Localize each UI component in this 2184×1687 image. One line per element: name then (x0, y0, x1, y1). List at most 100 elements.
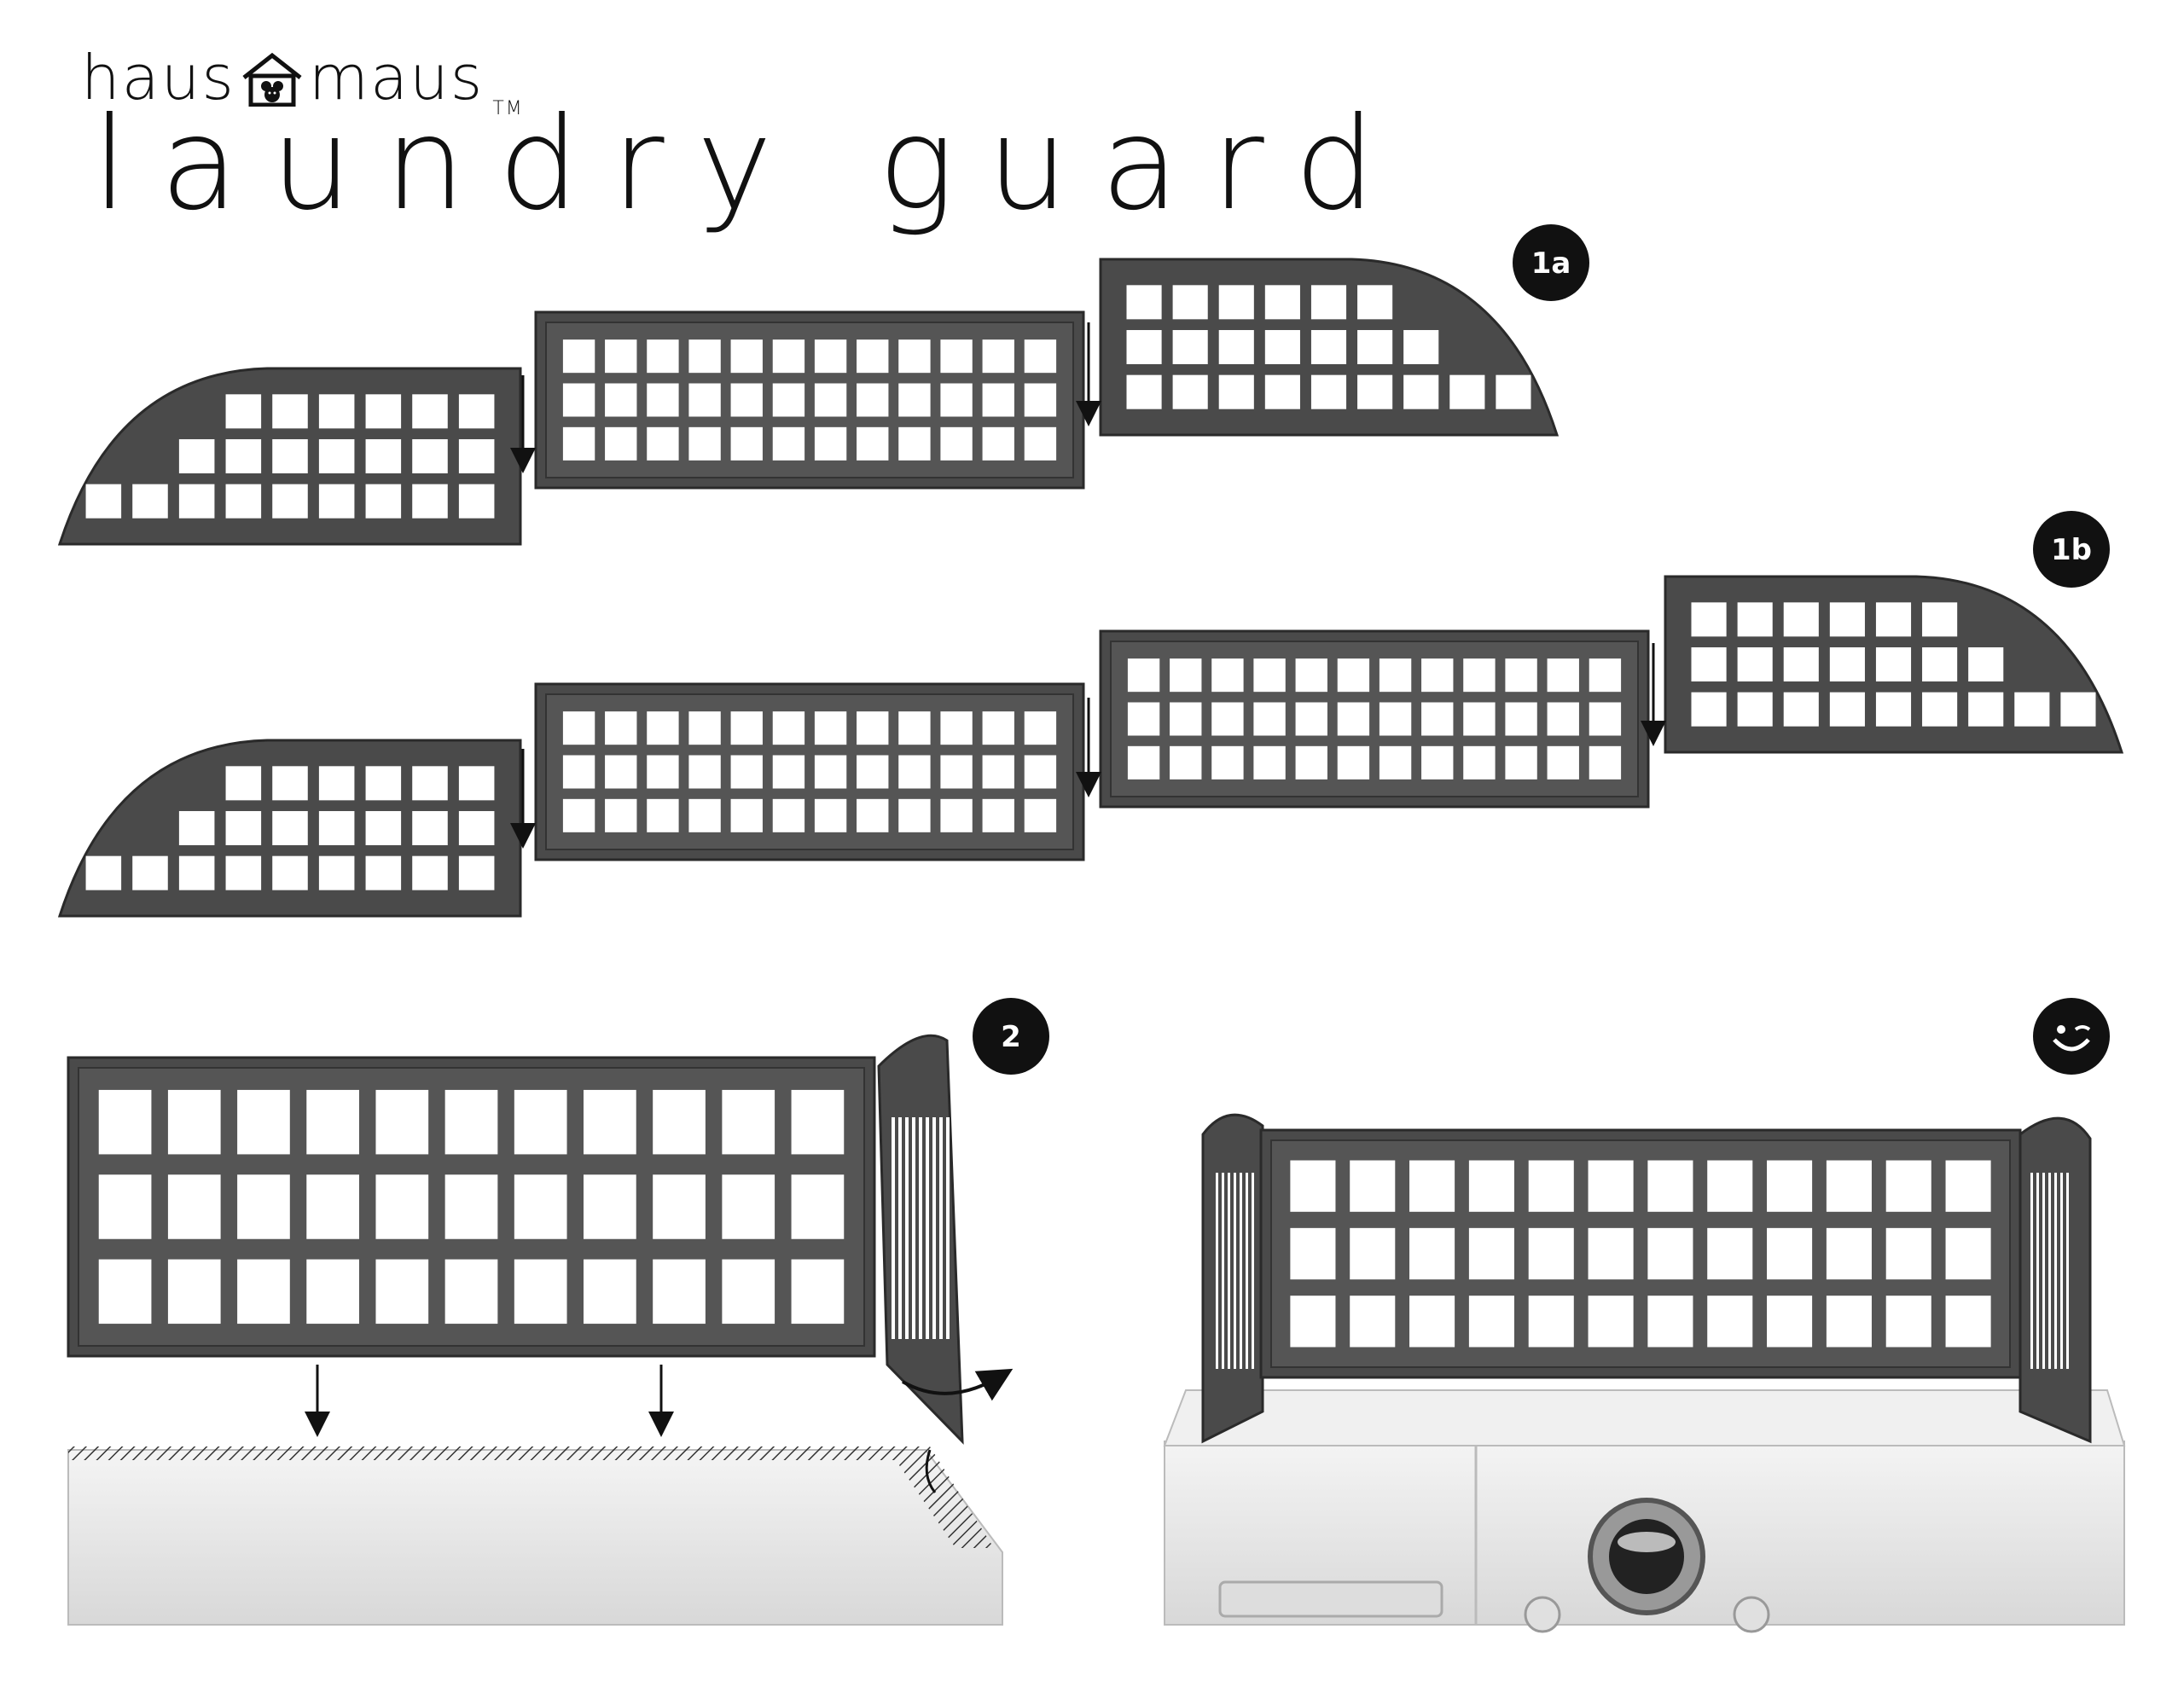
panel-window (605, 755, 637, 789)
panel-curved-left-1a (57, 367, 522, 546)
panel-window (722, 1089, 775, 1155)
panel-window (412, 438, 448, 474)
panel-window (167, 1089, 221, 1155)
panel-window (772, 798, 805, 832)
panel-window (688, 755, 721, 789)
panel-window (365, 394, 402, 429)
panel-window (584, 1089, 636, 1155)
wing-slot (912, 1117, 915, 1339)
panel-window (584, 1174, 636, 1239)
panel-window (2060, 692, 2096, 727)
step-badge-label: 2 (1001, 1020, 1021, 1054)
panel-window (1211, 745, 1244, 780)
step-badge-2: 2 (973, 998, 1049, 1075)
panel-window (412, 766, 448, 801)
panel-window (1350, 1160, 1396, 1212)
left-wing-slot (1252, 1173, 1254, 1369)
panel-window (1357, 374, 1393, 409)
panel-window (857, 755, 889, 789)
panel-window (791, 1174, 845, 1239)
step-badge-label: 1a (1531, 246, 1571, 281)
panel-window (1379, 658, 1412, 693)
panel-window (1409, 1227, 1455, 1280)
panel-straight-1b-1 (534, 682, 1085, 861)
panel-window (940, 383, 973, 417)
panel-window (1211, 658, 1244, 693)
panel-window (1783, 602, 1819, 637)
panel-window (791, 1089, 845, 1155)
panel-window (1968, 692, 2004, 727)
panel-window (730, 383, 763, 417)
panel-window (1218, 374, 1254, 409)
panel-window (1024, 339, 1057, 374)
step-badge-complete (2033, 998, 2110, 1075)
panel-window (1421, 658, 1454, 693)
panel-window (98, 1259, 152, 1325)
panel-window (458, 855, 495, 890)
wing-slot (905, 1117, 909, 1339)
smiley-mouth (2053, 1038, 2090, 1052)
panel-window (982, 339, 1014, 374)
panel-window (1922, 692, 1958, 727)
panel-window (458, 484, 495, 519)
panel-window (1707, 1296, 1753, 1348)
panel-window (688, 711, 721, 745)
panel-straight-step2 (67, 1056, 876, 1358)
panel-window (982, 798, 1014, 832)
panel-window (1127, 658, 1160, 693)
panel-window (1337, 745, 1370, 780)
panel-window (272, 810, 308, 846)
panel-window (730, 426, 763, 461)
panel-window (982, 383, 1014, 417)
panel-window (1922, 646, 1958, 682)
panel-window (365, 766, 402, 801)
panel-window (1588, 1227, 1634, 1280)
panel-window (225, 855, 262, 890)
panel-window (1829, 646, 1865, 682)
panel-window (1945, 1227, 1991, 1280)
panel-window (1707, 1160, 1753, 1212)
panel-window (444, 1174, 498, 1239)
panel-window (514, 1089, 567, 1155)
step-badge-circle (1513, 224, 1589, 301)
panel-window (98, 1089, 152, 1155)
panel-window (365, 810, 402, 846)
panel-window (1468, 1227, 1514, 1280)
panel-window (318, 394, 355, 429)
panel-window (1126, 329, 1162, 365)
washer-dial-center (1609, 1519, 1684, 1594)
panel-window (1737, 692, 1773, 727)
panel-window (1357, 285, 1393, 320)
right-wing-slot (2036, 1173, 2039, 1369)
panel-window (1647, 1227, 1693, 1280)
panel-window (1829, 602, 1865, 637)
panel-window (1463, 658, 1496, 693)
rotate-wing-arrow (902, 1368, 1014, 1401)
panel-window (1922, 602, 1958, 637)
panel-window (1885, 1296, 1931, 1348)
panel-window (1379, 745, 1412, 780)
panel-window (1829, 692, 1865, 727)
panel-window (1295, 745, 1327, 780)
brand-name-right: maus (308, 42, 485, 113)
panel-window (318, 484, 355, 519)
panel-window (647, 798, 679, 832)
panel-window (1783, 692, 1819, 727)
panel-window (1968, 646, 2004, 682)
panel-window (1875, 602, 1912, 637)
panel-window (1528, 1160, 1574, 1212)
step-badge-circle (2033, 511, 2110, 588)
panel-window (306, 1089, 359, 1155)
panel-window (562, 798, 595, 832)
panel-window (772, 711, 805, 745)
panel-window (730, 798, 763, 832)
panel-window (444, 1259, 498, 1325)
panel-window (1126, 374, 1162, 409)
panel-window (225, 766, 262, 801)
panel-window (1024, 383, 1057, 417)
panel-window (1337, 658, 1370, 693)
panel-window (237, 1089, 290, 1155)
left-wing-slot (1228, 1173, 1230, 1369)
panel-window (647, 755, 679, 789)
wing-slot (892, 1117, 895, 1339)
